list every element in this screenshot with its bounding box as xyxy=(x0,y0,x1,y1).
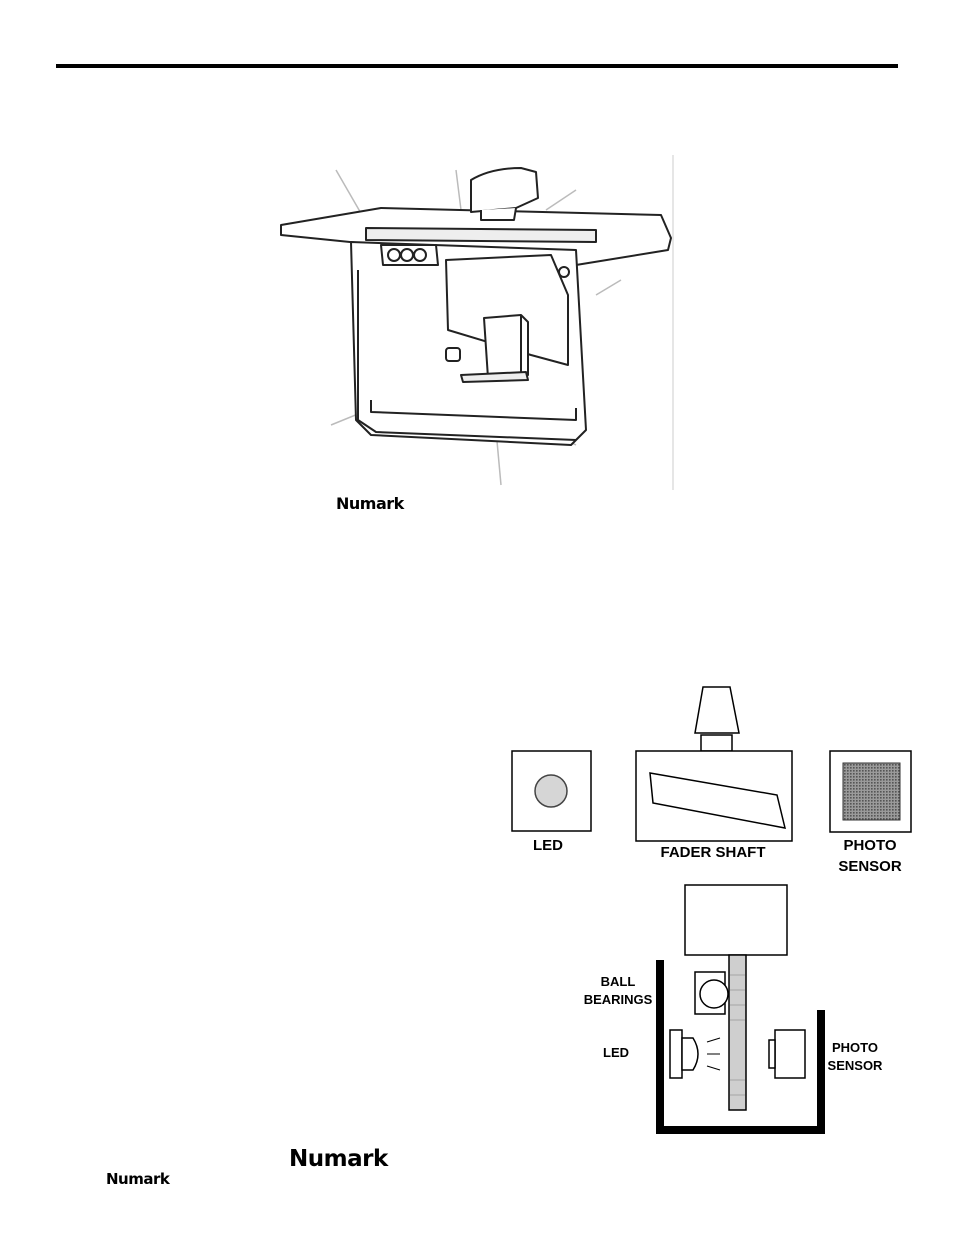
numark-logo-footer: Numark xyxy=(106,1170,170,1188)
numark-logo-large: Numark xyxy=(289,1146,388,1172)
led-label: LED xyxy=(533,837,563,854)
ball-bearings-label-line2: BEARINGS xyxy=(583,992,653,1007)
optical-fader-parts-diagram xyxy=(511,686,912,842)
header-rule xyxy=(56,64,898,68)
fader-shaft-label: FADER SHAFT xyxy=(660,844,766,861)
photo-sensor-label-line1: PHOTO xyxy=(843,837,897,854)
fader-assembly-illustration xyxy=(280,155,674,490)
led-side-label: LED xyxy=(603,1045,629,1060)
ball-bearings-label-line1: BALL xyxy=(600,974,636,989)
photo-sensor-side-line2: SENSOR xyxy=(827,1058,883,1073)
numark-logo-small: Numark xyxy=(336,494,404,513)
photo-sensor-label-line2: SENSOR xyxy=(838,858,902,875)
photo-sensor-side-line1: PHOTO xyxy=(832,1040,878,1055)
optical-fader-cross-section-diagram xyxy=(656,884,825,1134)
